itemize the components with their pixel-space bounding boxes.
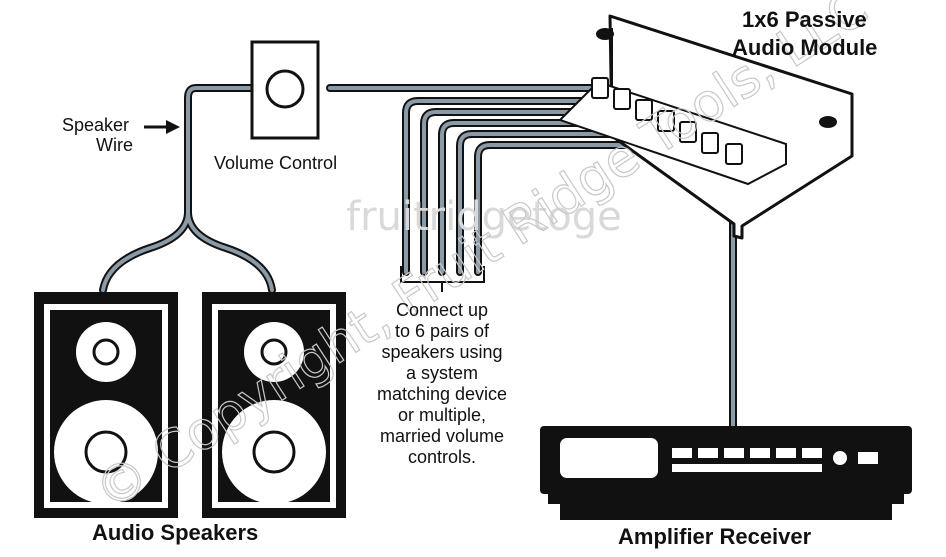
- volume-control-label: Volume Control: [214, 153, 337, 173]
- main-speaker-wire: [99, 84, 602, 294]
- speaker-wire-label-line2: Wire: [96, 135, 133, 155]
- module-title-line1: 1x6 Passive: [742, 7, 867, 32]
- passive-audio-module: [558, 14, 854, 240]
- note-line: controls.: [408, 447, 476, 467]
- output-wires: [402, 97, 710, 276]
- amplifier-receiver: [540, 426, 912, 520]
- speaker-wire-label-line1: Speaker: [62, 115, 129, 135]
- amplifier-receiver-label: Amplifier Receiver: [618, 524, 812, 549]
- speaker-left: [34, 292, 178, 518]
- speaker-right: [202, 292, 346, 518]
- module-terminals: [591, 77, 743, 165]
- note-line: speakers using: [381, 342, 502, 362]
- note-line: or multiple,: [398, 405, 486, 425]
- note-line: to 6 pairs of: [395, 321, 490, 341]
- note-line: matching device: [377, 384, 507, 404]
- note-line: married volume: [380, 426, 504, 446]
- connection-note: Connect up to 6 pairs of speakers using …: [377, 300, 507, 467]
- volume-control: [250, 40, 320, 140]
- note-line: a system: [406, 363, 478, 383]
- output-bracket: [400, 266, 485, 292]
- speaker-wire-arrow-icon: [144, 120, 180, 134]
- module-title-line2: Audio Module: [732, 35, 877, 60]
- speaker-wires: [99, 84, 737, 432]
- watermark-site: fruitridgetoge: [346, 194, 622, 240]
- audio-speakers-label: Audio Speakers: [92, 520, 258, 545]
- note-line: Connect up: [396, 300, 488, 320]
- module-screws: [596, 28, 837, 128]
